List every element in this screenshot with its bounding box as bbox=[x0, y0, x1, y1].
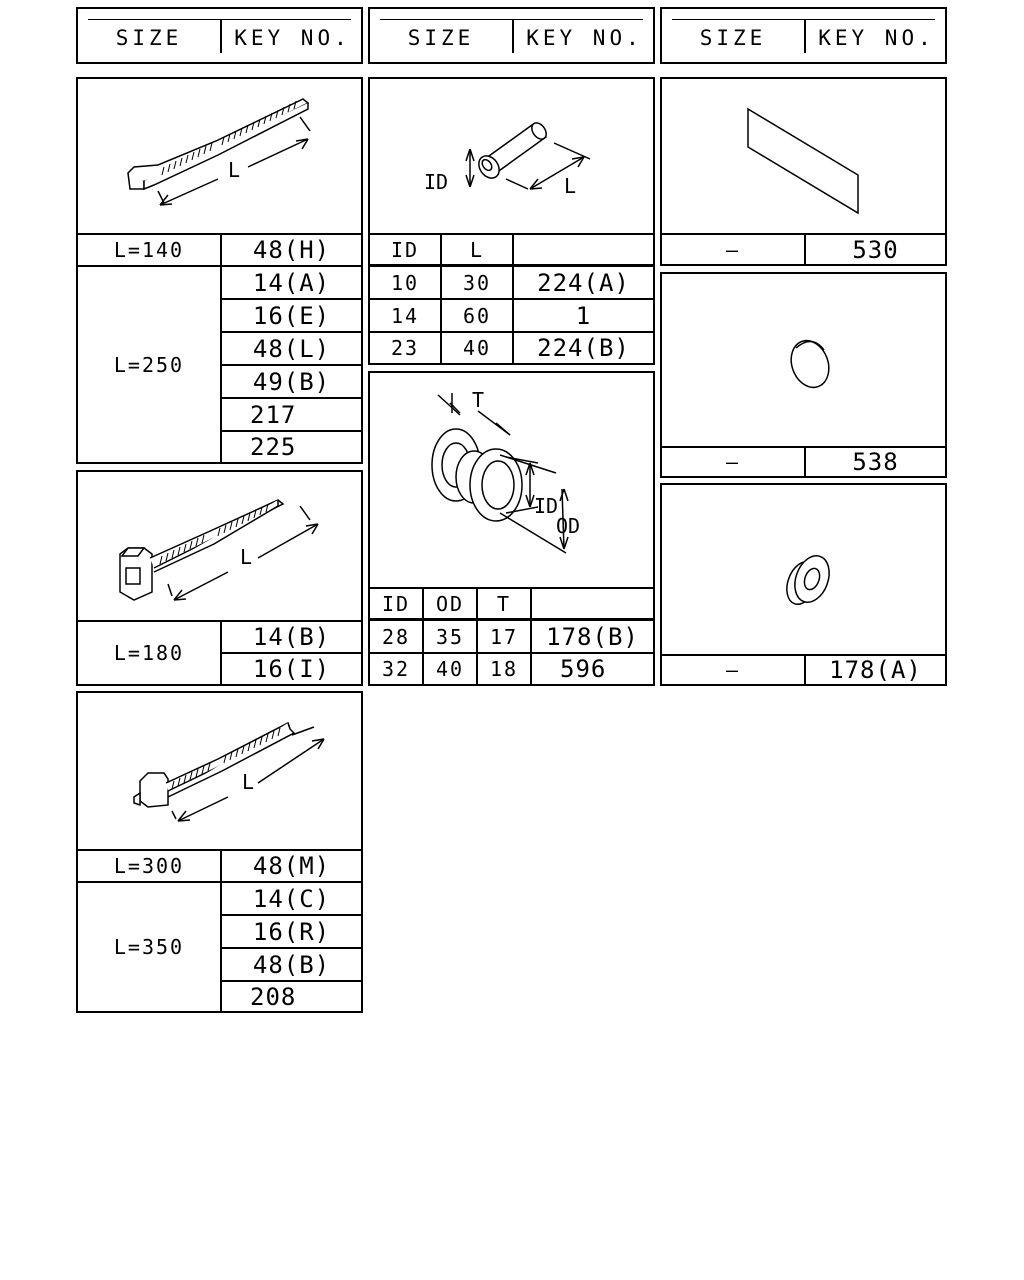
key-14b: 14(B) bbox=[252, 623, 331, 651]
col-key bbox=[514, 235, 653, 264]
tube-panel: ID L ID L 10 30 224(A) 14 60 1 23 40 224… bbox=[368, 77, 655, 365]
size-l300: L=300 bbox=[113, 854, 185, 878]
key-48l: 48(L) bbox=[252, 334, 331, 363]
grommet-od: 35 bbox=[435, 624, 465, 649]
col-key bbox=[532, 589, 653, 618]
grommet-t: 17 bbox=[489, 624, 519, 649]
dim-t-label: T bbox=[472, 388, 484, 412]
size-dash: — bbox=[725, 237, 741, 262]
size-dash: — bbox=[725, 658, 741, 682]
header-size: SIZE bbox=[115, 26, 183, 50]
dim-id-label: ID bbox=[534, 494, 558, 518]
small-grommet-panel: — 178(A) bbox=[660, 483, 947, 686]
header-size: SIZE bbox=[407, 26, 475, 50]
key-14a: 14(A) bbox=[252, 268, 331, 297]
cable-tie-180-panel: L L=180 14(B) 16(I) bbox=[76, 470, 363, 686]
plug-icon bbox=[790, 339, 830, 389]
tube-id: 23 bbox=[390, 336, 420, 360]
key-178a: 178(A) bbox=[829, 656, 922, 684]
dim-l-label: L bbox=[564, 174, 576, 198]
header-col-2: SIZE KEY NO. bbox=[368, 7, 655, 64]
header-key-no: KEY NO. bbox=[234, 26, 351, 50]
col-od: OD bbox=[435, 591, 465, 616]
dim-id-label: ID bbox=[424, 170, 448, 194]
grommet-icon: T ID OD bbox=[431, 388, 580, 554]
grommet-key: 596 bbox=[560, 655, 607, 683]
small-grommet-icon bbox=[786, 555, 830, 605]
key-208: 208 bbox=[250, 982, 297, 1011]
header-col-1: SIZE KEY NO. bbox=[76, 7, 363, 64]
header-key-no: KEY NO. bbox=[526, 26, 643, 50]
key-16e: 16(E) bbox=[252, 301, 331, 330]
col-l: L bbox=[469, 237, 485, 262]
size-l350: L=350 bbox=[113, 935, 185, 959]
tube-icon: ID L bbox=[424, 122, 591, 198]
col-id: ID bbox=[381, 591, 411, 616]
tube-l: 40 bbox=[462, 336, 492, 360]
key-48b: 48(B) bbox=[252, 950, 331, 979]
cable-tie-300-350-panel: L L=300 48(M) L=350 14(C) 16(R) 48(B) 20… bbox=[76, 691, 363, 1013]
key-530: 530 bbox=[852, 235, 899, 264]
key-48h: 48(H) bbox=[252, 236, 331, 264]
header-size: SIZE bbox=[699, 26, 767, 50]
key-225: 225 bbox=[250, 433, 297, 461]
key-48m: 48(M) bbox=[252, 852, 331, 880]
sheet-panel: — 530 bbox=[660, 77, 947, 266]
tube-id: 14 bbox=[390, 303, 420, 328]
tube-key: 224(B) bbox=[537, 334, 630, 362]
dim-l-label: L bbox=[228, 158, 240, 182]
col-t: T bbox=[496, 591, 512, 616]
header-key-no: KEY NO. bbox=[818, 26, 935, 50]
tube-l: 30 bbox=[462, 270, 492, 295]
tube-id: 10 bbox=[390, 270, 420, 295]
tube-key: 224(A) bbox=[537, 268, 630, 297]
key-16r: 16(R) bbox=[252, 917, 331, 946]
key-14c: 14(C) bbox=[252, 884, 331, 913]
grommet-panel: T ID OD ID OD T 28 35 17 178(B) 32 40 18… bbox=[368, 371, 655, 686]
dim-od-label: OD bbox=[556, 514, 580, 538]
key-49b: 49(B) bbox=[252, 367, 331, 396]
key-217: 217 bbox=[250, 400, 297, 429]
sheet-icon bbox=[747, 107, 859, 215]
grommet-id: 32 bbox=[381, 657, 411, 681]
dim-l-label: L bbox=[242, 770, 254, 794]
size-dash: — bbox=[725, 450, 741, 474]
key-538: 538 bbox=[852, 448, 899, 476]
grommet-key: 178(B) bbox=[546, 622, 639, 651]
plug-panel: — 538 bbox=[660, 272, 947, 478]
key-16i: 16(I) bbox=[252, 655, 331, 683]
col-id: ID bbox=[390, 237, 420, 262]
size-l250: L=250 bbox=[113, 352, 185, 377]
size-l140: L=140 bbox=[113, 238, 185, 262]
grommet-od: 40 bbox=[435, 657, 465, 681]
tube-l: 60 bbox=[462, 303, 492, 328]
tube-key: 1 bbox=[575, 301, 592, 330]
cable-tie-icon: L bbox=[133, 721, 325, 822]
size-l180: L=180 bbox=[113, 641, 185, 665]
grommet-id: 28 bbox=[381, 624, 411, 649]
cable-tie-icon: L bbox=[127, 98, 311, 206]
header-col-3: SIZE KEY NO. bbox=[660, 7, 947, 64]
dim-l-label: L bbox=[240, 545, 252, 569]
cable-tie-140-250-panel: L L=140 48(H) L=250 14(A) 16(E) 48(L) 49… bbox=[76, 77, 363, 464]
cable-tie-icon: L bbox=[119, 499, 319, 601]
grommet-t: 18 bbox=[489, 657, 519, 681]
